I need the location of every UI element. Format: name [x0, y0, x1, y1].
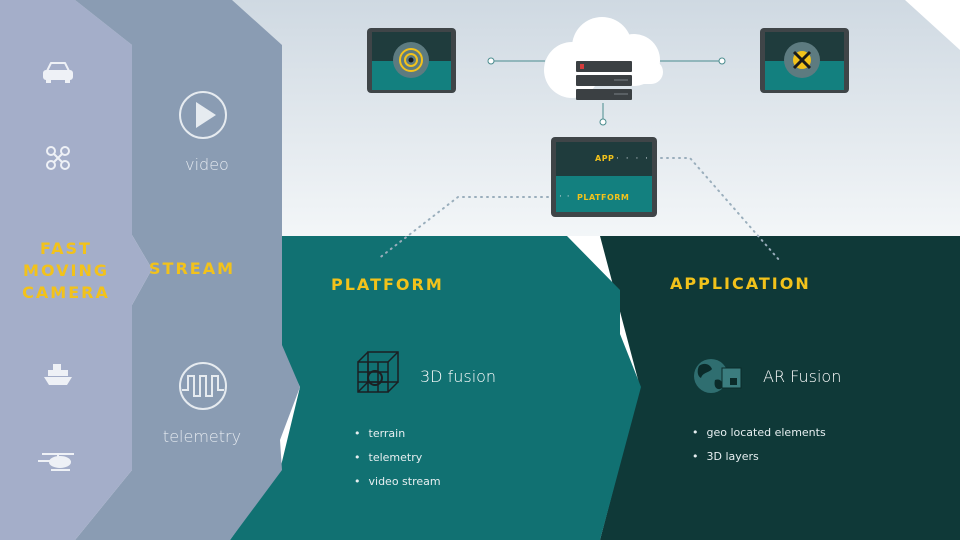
tablet-app-dots: · · · · [616, 154, 651, 164]
helicopter-icon [38, 453, 74, 471]
telemetry-label: telemetry [162, 427, 242, 446]
application-bullets: geo located elements 3D layers [692, 421, 826, 469]
connector-node-left [487, 57, 495, 65]
boat-icon [44, 364, 72, 385]
app-platform-tablet [551, 137, 657, 217]
platform-bullets: terrain telemetry video stream [354, 422, 441, 494]
camera-heading: FAST MOVING CAMERA [0, 238, 132, 304]
tablet-app-label: APP [595, 154, 615, 163]
list-item: telemetry [354, 446, 441, 470]
camera-heading-line-2: MOVING [23, 261, 109, 280]
platform-feature: 3D fusion [420, 367, 497, 386]
car-icon [43, 62, 73, 83]
connector-node-right [718, 57, 726, 65]
play-icon [179, 91, 227, 139]
video-label: video [185, 155, 229, 174]
list-item: 3D layers [692, 445, 826, 469]
platform-band [230, 236, 641, 540]
radar-target-icon [393, 42, 429, 78]
3d-grid-icon [357, 351, 399, 393]
platform-heading: PLATFORM [331, 275, 444, 294]
globe-map-icon [694, 359, 742, 393]
cloud-server-icon [544, 17, 663, 100]
list-item: video stream [354, 470, 441, 494]
connector-node-down [599, 118, 607, 126]
dotted-link-app [654, 157, 781, 262]
camera-heading-line-1: FAST [40, 239, 92, 258]
list-item: geo located elements [692, 421, 826, 445]
stream-heading: STREAM [149, 259, 235, 278]
target-tablet [760, 28, 849, 93]
dotted-link-platform [377, 196, 555, 260]
telemetry-signal-icon [179, 362, 227, 410]
application-band [560, 236, 960, 540]
camera-heading-line-3: CAMERA [22, 283, 110, 302]
tablet-platform-dots: · · [559, 192, 571, 202]
camera-band [0, 0, 152, 540]
drone-icon [46, 146, 70, 170]
application-feature: AR Fusion [763, 367, 842, 386]
tablet-platform-label: PLATFORM [577, 193, 630, 202]
top-right-notch [905, 0, 960, 50]
crosshair-target-icon [784, 42, 820, 78]
application-heading: APPLICATION [670, 274, 811, 293]
radar-tablet [367, 28, 456, 93]
stream-band [75, 0, 300, 540]
list-item: terrain [354, 422, 441, 446]
